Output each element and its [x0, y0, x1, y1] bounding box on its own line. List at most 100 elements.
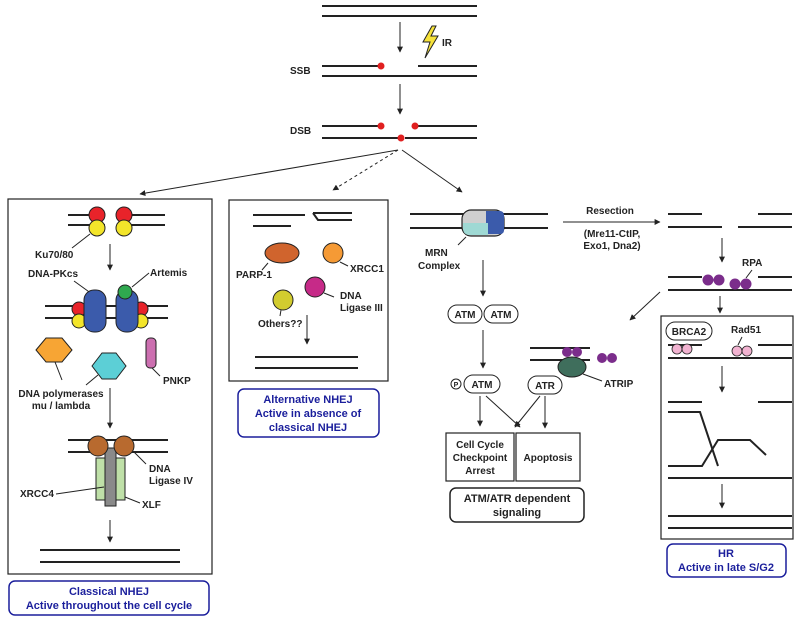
- others-label: Others??: [258, 319, 302, 330]
- arrow: [485, 395, 521, 428]
- classical-nhej-box: [7, 198, 213, 575]
- pnkp-label: PNKP: [163, 376, 191, 387]
- rad51-shape: [681, 343, 693, 355]
- leader-line: [85, 374, 99, 386]
- ku70-shape: [88, 219, 106, 237]
- parp1-label: PARP-1: [236, 270, 272, 281]
- leader-line: [745, 269, 753, 279]
- rpa-shape: [713, 274, 725, 286]
- rad51-shape: [671, 343, 683, 355]
- ligase-iii-label: DNA: [340, 291, 362, 302]
- atm-label-2: ATM: [491, 310, 512, 321]
- atr-shape: [527, 375, 563, 395]
- checkpoint-label: Cell Cycle: [456, 440, 504, 451]
- arrow-to-alternative: [332, 149, 399, 191]
- mrn-subunit-shape: [463, 223, 488, 235]
- break-end-dot: [411, 122, 419, 130]
- leader-line: [131, 272, 150, 288]
- polymerase-shape: [35, 337, 73, 363]
- brca2-shape: [665, 321, 713, 341]
- classical-caption-2: Active throughout the cell cycle: [26, 600, 192, 612]
- dna-strand: [312, 212, 352, 221]
- parp1-shape: [264, 242, 300, 264]
- p-atm-shape: [463, 374, 501, 394]
- rpa-shape: [597, 353, 607, 363]
- break-end-dot: [377, 62, 385, 70]
- leader-line: [457, 236, 467, 246]
- mrn-subunit-shape: [486, 211, 504, 234]
- rpa-shape: [729, 278, 741, 290]
- ligase-iv-label: DNA: [149, 464, 171, 475]
- ligase-iv-shape: [113, 435, 135, 457]
- leader-line: [133, 451, 147, 465]
- leader-line: [261, 262, 269, 271]
- alternative-caption-3: classical NHEJ: [269, 422, 347, 434]
- atr-label: ATR: [535, 381, 556, 392]
- atm-monomer-shape: [447, 304, 483, 324]
- atm-label: ATM: [455, 310, 476, 321]
- ku70-shape: [115, 219, 133, 237]
- leader-line: [339, 261, 349, 267]
- d-loop-strand: [668, 439, 767, 467]
- dna-pkcs-label: DNA-PKcs: [28, 269, 78, 280]
- rpa-label: RPA: [742, 258, 762, 269]
- hr-caption-box: [666, 543, 787, 578]
- artemis-label: Artemis: [150, 268, 188, 279]
- signaling-caption: ATM/ATR dependent: [464, 493, 571, 505]
- polymerases-label: DNA polymerases: [18, 389, 104, 400]
- rad51-shape: [741, 345, 753, 357]
- signaling-caption-2: signaling: [493, 507, 541, 519]
- signaling-panel: MRN Complex ATM ATM P ATM ATRIP ATR Cell…: [410, 209, 634, 523]
- apoptosis-box: [515, 432, 581, 482]
- ssb-label: SSB: [290, 66, 311, 77]
- leader-line: [151, 367, 161, 377]
- xrcc4-shape: [104, 447, 117, 507]
- nucleases-label-2: Exo1, Dna2): [583, 241, 640, 252]
- classical-nhej-panel: Ku70/80 DNA-PKcs Artemis PNKP DNA polyme…: [7, 198, 213, 616]
- leader-line: [124, 496, 141, 504]
- xlf-shape: [115, 457, 126, 501]
- polymerases-label-2: mu / lambda: [32, 401, 91, 412]
- ligase-iv-label-2: Ligase IV: [149, 476, 193, 487]
- phosphate-label: P: [454, 382, 459, 389]
- ligase-iii-shape: [304, 276, 326, 298]
- alternative-caption-2: Active in absence of: [255, 408, 362, 420]
- rad51-label: Rad51: [731, 325, 761, 336]
- leader-line: [582, 373, 603, 382]
- leader-line: [54, 361, 63, 381]
- xrcc1-label: XRCC1: [350, 264, 384, 275]
- brca2-label: BRCA2: [672, 327, 707, 338]
- alternative-caption-box: [237, 388, 380, 438]
- hr-caption: HR: [718, 548, 734, 560]
- rad51-shape: [731, 345, 743, 357]
- lightning-icon: [422, 25, 439, 59]
- top-pathway: IR SSB DSB: [139, 5, 477, 197]
- xlf-label: XLF: [142, 500, 161, 511]
- phosphate-icon: [450, 378, 462, 390]
- xrcc1-shape: [322, 242, 344, 264]
- break-end-dot: [397, 134, 405, 142]
- rpa-shape: [562, 347, 572, 357]
- arrow-to-mrn: [401, 149, 463, 193]
- alternative-nhej-box: [228, 199, 389, 382]
- alternative-nhej-panel: PARP-1 XRCC1 DNA Ligase III Others?? Alt…: [228, 199, 389, 438]
- mrn-label-2: Complex: [418, 261, 461, 272]
- rpa-shape: [702, 274, 714, 286]
- xrcc4-label: XRCC4: [20, 489, 54, 500]
- resection-label: Resection: [586, 206, 634, 217]
- p-atm-label: ATM: [472, 380, 493, 391]
- checkpoint-label-3: Arrest: [465, 466, 495, 477]
- ligase-iv-shape: [87, 435, 109, 457]
- classical-caption-box: [8, 580, 210, 616]
- artemis-shape: [117, 284, 133, 300]
- rpa-shape: [572, 347, 582, 357]
- dsb-label: DSB: [290, 126, 311, 137]
- atrip-shape: [557, 356, 587, 378]
- apoptosis-label: Apoptosis: [524, 453, 573, 464]
- alternative-caption: Alternative NHEJ: [263, 394, 352, 406]
- arrow: [514, 395, 541, 428]
- leader-line: [55, 486, 105, 495]
- arrow-to-classical: [139, 149, 399, 197]
- hr-panel: Resection (Mre11-CtIP, Exo1, Dna2) RPA B…: [563, 206, 794, 578]
